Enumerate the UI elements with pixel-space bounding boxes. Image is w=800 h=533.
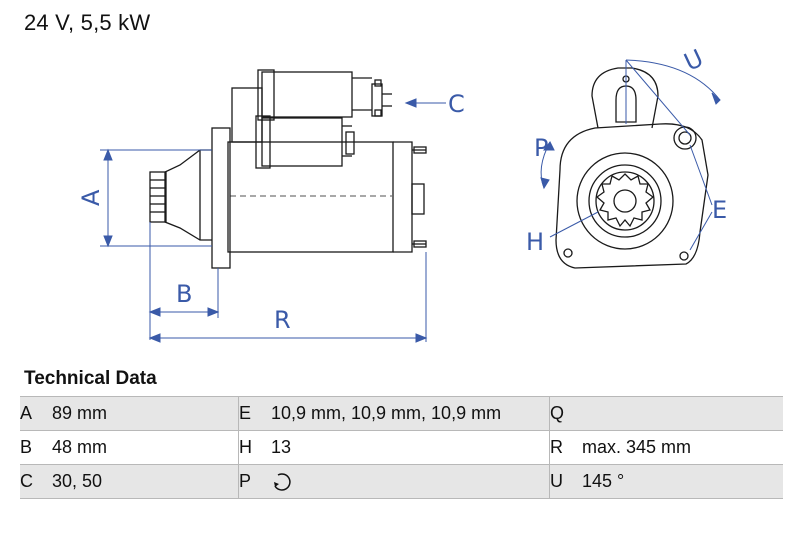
param-value: 13	[271, 430, 550, 465]
front-dimension-lines	[540, 59, 721, 251]
dim-label-p: P	[534, 134, 548, 162]
param-key: R	[549, 430, 582, 465]
param-value: 89 mm	[52, 396, 239, 431]
dim-label-r: R	[274, 306, 291, 334]
param-value: 10,9 mm, 10,9 mm, 10,9 mm	[271, 396, 550, 431]
param-value	[271, 464, 550, 499]
param-value: 145 °	[582, 464, 783, 499]
dim-label-h: H	[526, 228, 544, 256]
param-key: E	[238, 396, 271, 431]
param-key: B	[20, 430, 52, 465]
starter-motor-drawing: A B R C U P E H	[77, 44, 727, 343]
dimension-lines	[100, 98, 446, 343]
spec-title: 24 V, 5,5 kW	[24, 10, 151, 35]
dim-label-a: A	[77, 189, 105, 206]
table-row: C 30, 50 P U 145 °	[20, 464, 783, 499]
param-key: P	[238, 464, 271, 499]
param-key: Q	[549, 396, 582, 431]
param-key: U	[549, 464, 582, 499]
dim-label-e: E	[712, 196, 727, 224]
param-key: A	[20, 396, 52, 431]
technical-data-table: A 89 mm E 10,9 mm, 10,9 mm, 10,9 mm Q B …	[20, 396, 783, 499]
param-value: 30, 50	[52, 464, 239, 499]
param-value: max. 345 mm	[582, 430, 783, 465]
rotation-counterclockwise-icon	[274, 472, 291, 491]
param-value: 48 mm	[52, 430, 239, 465]
front-view	[555, 67, 709, 269]
param-value	[582, 396, 783, 431]
dim-label-b: B	[176, 280, 192, 308]
param-key: H	[238, 430, 271, 465]
table-row: A 89 mm E 10,9 mm, 10,9 mm, 10,9 mm Q	[20, 396, 783, 431]
param-key: C	[20, 464, 52, 499]
side-view	[149, 69, 427, 269]
dim-label-c: C	[448, 90, 465, 118]
technical-data-heading: Technical Data	[24, 368, 157, 389]
table-row: B 48 mm H 13 R max. 345 mm	[20, 430, 783, 465]
